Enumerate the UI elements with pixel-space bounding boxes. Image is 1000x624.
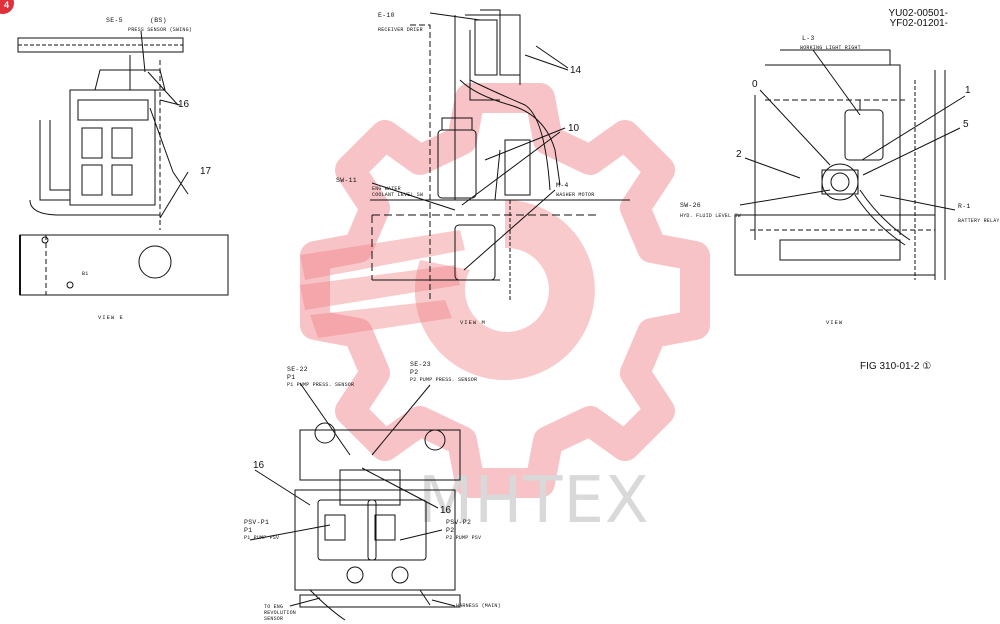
callout-e-10-code: E-10 <box>378 12 395 19</box>
callout-psv-p1-desc: P1 PUMP PSV <box>244 535 280 541</box>
callout-17-e: 17 <box>200 166 212 177</box>
callout-2-right: 2 <box>736 149 742 160</box>
callout-se-22-code: SE-22 <box>287 366 309 373</box>
callout-l-3-desc: WORKING LIGHT RIGHT <box>800 45 861 51</box>
callout-r-1-desc: BATTERY RELAY <box>958 218 1000 224</box>
callout-16-pump-left: 16 <box>253 460 265 471</box>
callout-sw-11-code: SW-11 <box>336 177 358 184</box>
callout-se-22-sub: P1 <box>287 374 296 381</box>
callout-se-23-desc: P2 PUMP PRESS. SENSOR <box>410 377 478 383</box>
callout-e-10-desc: RECEIVER DRIER <box>378 27 423 33</box>
view-pump-drawing <box>249 382 461 621</box>
callout-psv-p1-code: PSV-P1 <box>244 519 270 526</box>
callout-l-3-code: L-3 <box>802 35 815 42</box>
callout-sw-11-desc: ENG WATER COOLANT LEVEL SW <box>372 186 424 198</box>
callout-m-4-desc: WASHER MOTOR <box>556 192 595 198</box>
callout-se-5-sub: (BS) <box>150 17 167 24</box>
callout-16-e: 16 <box>178 99 190 110</box>
figure-label: FIG 310-01-2 ① <box>860 361 932 372</box>
view-e-drawing <box>17 30 229 296</box>
callout-psv-p2-sub: P2 <box>446 527 455 534</box>
callout-psv-p2-desc: P2 PUMP PSV <box>446 535 482 541</box>
callout-r-1-code: R-1 <box>958 203 971 210</box>
callout-se-23-code: SE-23 <box>410 361 432 368</box>
callout-1-right: 1 <box>965 85 971 96</box>
callout-harness-main: HARNESS (MAIN) <box>456 603 501 609</box>
callout-14-m: 14 <box>570 65 582 76</box>
callout-se-5-code: SE-5 <box>106 17 123 24</box>
callout-m-4-code: M-4 <box>556 182 569 189</box>
callout-b1-e: B1 <box>82 271 89 277</box>
callout-16-pump-right: 16 <box>440 505 452 516</box>
document-code: YU02-00501- YF02-01201- <box>889 9 948 29</box>
callout-se-23-sub: P2 <box>410 369 419 376</box>
callout-psv-p2-code: PSV-P2 <box>446 519 472 526</box>
callout-se-22-desc: P1 PUMP PRESS. SENSOR <box>287 382 355 388</box>
callout-psv-p1-sub: P1 <box>244 527 253 534</box>
view-right-drawing <box>734 49 966 280</box>
callout-sw-26-desc: HYD. FLUID LEVEL SW <box>680 213 741 219</box>
view-right-caption: VIEW <box>826 319 844 326</box>
view-m-drawing <box>370 9 630 300</box>
document-code-line-2: YF02-01201- <box>889 18 948 29</box>
view-e-caption: VIEW E <box>98 314 124 321</box>
callout-eng-revolution-sensor: TO ENG REVOLUTION SENSOR <box>264 604 297 622</box>
callout-sw-26-code: SW-26 <box>680 202 702 209</box>
page-corner-badge: 4 <box>0 0 14 14</box>
watermark-text: MHTEX <box>418 464 650 538</box>
callout-5-right: 5 <box>963 119 969 130</box>
view-m-caption: VIEW M <box>460 319 486 326</box>
callout-se-5-desc: PRESS SENSOR (SWING) <box>128 27 193 33</box>
callout-10-m: 10 <box>568 123 580 134</box>
callout-0-right: 0 <box>752 79 758 90</box>
document-code-line-1: YU02-00501- <box>888 8 948 19</box>
